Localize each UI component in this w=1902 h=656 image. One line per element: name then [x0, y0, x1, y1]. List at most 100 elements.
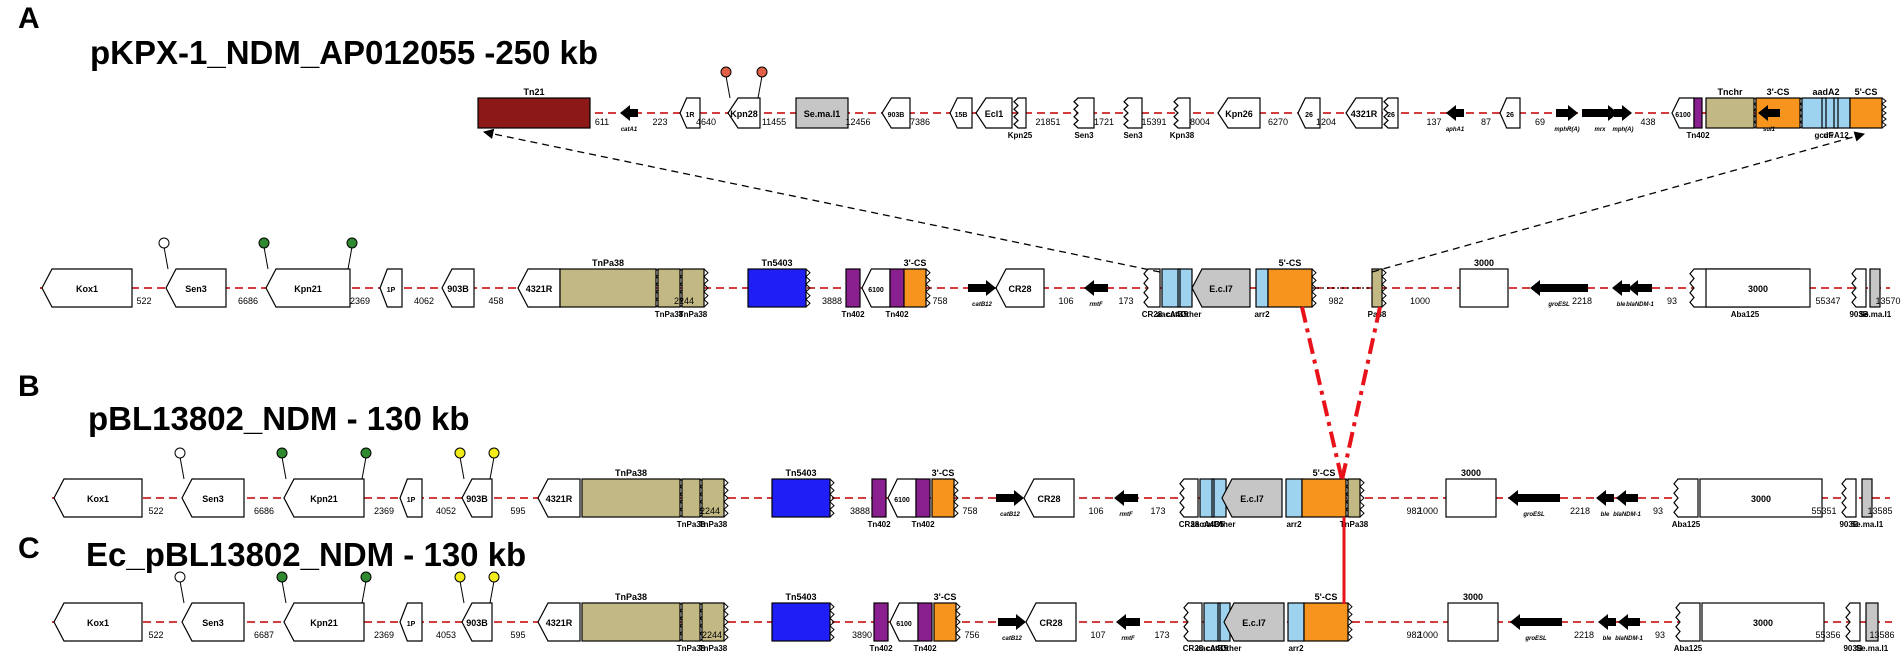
gene-kox1 — [53, 478, 143, 518]
lollipop-head — [276, 571, 288, 583]
gene-sen3-label: Sen3 — [202, 618, 224, 628]
gene-tn402-label: Tn402 — [913, 644, 937, 653]
gene-ble-label: ble — [1617, 302, 1626, 308]
gene-5-cs-edge — [1311, 268, 1317, 308]
gene-tn5403-label: Tn5403 — [785, 592, 816, 602]
gene-903b-label: 903B — [466, 618, 488, 628]
gene-1p-label: 1P — [407, 621, 416, 628]
gene-ble-label: ble — [1601, 512, 1610, 518]
gene-4321r — [537, 602, 581, 642]
gene-se-ma-i1-label: Se.ma.I1 — [1851, 520, 1884, 529]
gene-3000 — [1705, 268, 1811, 308]
gene-cr28-label: CR28 — [1142, 310, 1163, 319]
gene-3000 — [1459, 268, 1509, 308]
gene-1r-label: 1R — [686, 112, 695, 119]
gene-tnpa38-label: TnPa38 — [699, 520, 728, 529]
gap-length-label: 2369 — [374, 506, 394, 516]
gene-ecl1 — [975, 97, 1013, 129]
gene-1p — [379, 268, 403, 308]
gene-6100-label: 6100 — [894, 497, 910, 504]
gene-se-ma-i1 — [1865, 602, 1879, 642]
gene-3000-label: 3000 — [1748, 284, 1768, 294]
gene-gcuf-label: gcuF — [1814, 131, 1833, 140]
gene-se-ma-i1-label: Se.ma.I1 — [1856, 644, 1889, 653]
gene-se-ma-i1 — [1861, 478, 1873, 518]
gene-apha1 — [1446, 105, 1464, 121]
gene-4321r — [1345, 97, 1383, 129]
gene-rmtf-label: rmtF — [1089, 302, 1103, 308]
gene-tn5403-edge — [805, 268, 811, 308]
gene-aada2-label: aadA2 — [1812, 87, 1839, 97]
gene-sen3-label: Sen3 — [185, 284, 207, 294]
gap-length-label: 4062 — [414, 296, 434, 306]
gene-sen3-label: Sen3 — [1074, 131, 1094, 140]
gene-mrx-label: mrx — [1594, 127, 1606, 133]
gene-26 — [1499, 97, 1521, 129]
gap-length-label: 2244 — [674, 296, 694, 306]
gene-pa38 — [1371, 268, 1383, 308]
gene-tnpa38-edge — [1359, 478, 1365, 518]
gene-tnchr — [1705, 97, 1755, 129]
lollipop-head — [360, 571, 372, 583]
gene-catb5-label: catB5 — [1166, 310, 1188, 319]
gene-kpn21 — [283, 602, 365, 642]
gene-cata1-label: catA1 — [621, 127, 638, 133]
gap-length-label: 458 — [488, 296, 503, 306]
gene-903b-label: 903B — [1849, 310, 1868, 319]
gene-kox1 — [53, 602, 143, 642]
gene-aaca4other-label: aacA4Other — [1157, 310, 1202, 319]
lollipop-stick — [281, 580, 287, 604]
gene-dfra12 — [1833, 97, 1839, 129]
gene-mphr-a- — [1556, 105, 1578, 121]
gene-mph-a--label: mph(A) — [1613, 127, 1634, 133]
gene-groesl-label: groESL — [1547, 302, 1570, 308]
gene-arr2 — [1287, 602, 1305, 642]
gene-tnpa38 — [581, 478, 681, 518]
gene-aba125 — [1673, 478, 1699, 518]
inset-connector-right — [1371, 131, 1866, 273]
lollipop-stick — [459, 580, 465, 604]
gap-length-label: 12456 — [845, 117, 870, 127]
lollipop-stick — [179, 580, 185, 604]
gap-length-label: 3888 — [850, 506, 870, 516]
gene-cr28-label: CR28 — [1008, 284, 1031, 294]
gene-arr2-label: arr2 — [1288, 644, 1304, 653]
gene-cr28-label: CR28 — [1183, 644, 1204, 653]
gene-groesl-label: groESL — [1522, 512, 1545, 518]
gap-length-label: 1204 — [1316, 117, 1336, 127]
gene-e-c-i7-label: E.c.I7 — [1242, 618, 1266, 628]
gene-aba125-label: Aba125 — [1731, 310, 1760, 319]
gene-rmtf-label: rmtF — [1119, 512, 1133, 518]
gene-sen3-label: Sen3 — [202, 494, 224, 504]
gene-mphr-a--label: mphR(A) — [1554, 127, 1579, 133]
gap-length-label: 13570 — [1875, 296, 1900, 306]
panel-title-b: pBL13802_NDM - 130 kb — [88, 400, 470, 437]
gene-3-cs — [903, 268, 927, 308]
gene-1p-label: 1P — [387, 287, 396, 294]
gene-tnpa38-label: TnPa38 — [615, 592, 647, 602]
lollipop-stick — [361, 456, 367, 480]
gene-3-cs-edge — [955, 602, 961, 642]
gap-length-label: 4640 — [696, 117, 716, 127]
gene-sen3 — [181, 602, 245, 642]
gap-length-label: 4052 — [436, 506, 456, 516]
gene-tnpa38-label: TnPa38 — [592, 258, 624, 268]
gene-903b — [461, 602, 493, 642]
gap-length-label: 2218 — [1572, 296, 1592, 306]
gene-mph-a- — [1614, 105, 1632, 121]
gene-3-cs — [931, 478, 955, 518]
gap-length-label: 93 — [1655, 630, 1665, 640]
gene-aaca4other — [1217, 602, 1221, 642]
gap-length-label: 107 — [1090, 630, 1105, 640]
gap-length-label: 438 — [1640, 117, 1655, 127]
gene-mrx — [1582, 105, 1618, 121]
gene-groesl — [1530, 280, 1588, 296]
gene-tnpa38-label: TnPa38 — [699, 644, 728, 653]
gene-tnpa38-label: TnPa38 — [615, 468, 647, 478]
lollipop-head — [488, 447, 500, 459]
gene-tnpa38 — [581, 602, 681, 642]
gene-tn402-label: Tn402 — [885, 310, 909, 319]
gene-kpn25 — [1013, 97, 1027, 129]
gene-3-cs-edge — [925, 268, 931, 308]
gene-blandm-1 — [1616, 490, 1638, 506]
